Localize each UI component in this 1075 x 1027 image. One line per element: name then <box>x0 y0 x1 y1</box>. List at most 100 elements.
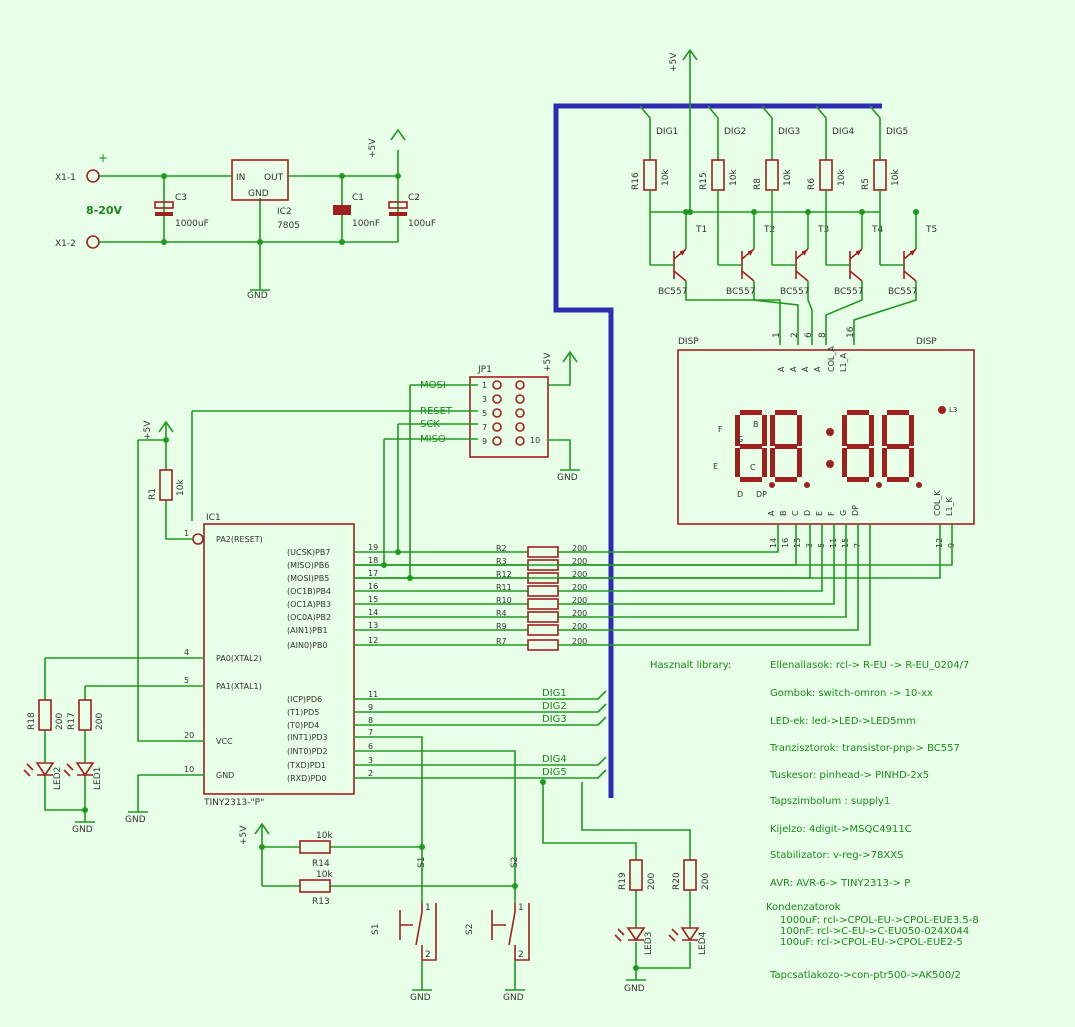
r17-label: R17 <box>67 712 77 730</box>
led2-symbol <box>35 762 55 777</box>
mcu-right-num-4: 16 <box>368 582 378 591</box>
disp-bottom-pin-9: COL_K <box>933 490 942 516</box>
digit3-segment-3 <box>869 448 874 477</box>
mcu-left-num-3: 5 <box>184 676 189 685</box>
c3-label: C3 <box>175 193 187 203</box>
digit1-segment-5 <box>735 448 740 477</box>
s2-switch <box>491 903 530 961</box>
digit3-segment-2 <box>869 415 874 446</box>
transistor-3 <box>795 248 809 282</box>
mcu: IC1 TINY2313-"P" PA2(RESET)1PA0(XTAL2)4P… <box>184 513 378 808</box>
x1-2-terminal <box>86 235 100 249</box>
right-gnd-label: GND <box>624 984 645 994</box>
r1-resistor <box>159 469 173 501</box>
s1-pin1: 1 <box>425 903 431 913</box>
segment-resistor-5 <box>527 598 559 610</box>
jp1-pin-r-5 <box>515 436 525 446</box>
mcu-right-num-3: 17 <box>368 569 378 578</box>
disp-top-pin-1: A <box>777 366 786 372</box>
note-last: Tapcsatlakozo->con-ptr500->AK500/2 <box>769 970 961 981</box>
seg-c-label: C <box>750 463 756 472</box>
c1-value: 100nF <box>352 219 380 229</box>
c2-label: C2 <box>408 193 420 203</box>
r1-value: 10k <box>176 479 186 496</box>
digit-res-name-2: R15 <box>699 172 709 190</box>
digit-res-name-1: R16 <box>631 172 641 190</box>
transistor-1 <box>673 248 687 282</box>
seg-e-label: E <box>713 462 718 471</box>
r19-value: 200 <box>647 873 657 890</box>
digit2-segment-4 <box>775 477 797 482</box>
buttons-5v-arrow <box>254 822 270 835</box>
left-parts: +5V R1 10k R18 200 R17 200 LED2 LED1 GND… <box>23 420 204 835</box>
r18-resistor <box>38 699 52 731</box>
digit-res-value-2: 10k <box>729 169 739 186</box>
mcu-right-num-10: 9 <box>368 703 373 712</box>
seg-b-label: B <box>753 420 759 429</box>
note-line-4: Tranzisztorok: transistor-pnp-> BC557 <box>769 743 960 754</box>
segment-resistor-4 <box>527 585 559 597</box>
jp1-num-2: 3 <box>482 395 487 404</box>
disp-hdr-4: 8 <box>818 332 828 338</box>
digit-label-3: DIG3 <box>778 127 800 137</box>
plus-mark: + <box>98 151 108 165</box>
note-line-8: Stabilizator: v-reg->78XXS <box>770 850 903 861</box>
disp-hdr-5: 16 <box>846 326 856 338</box>
note-line-5: Tuskesor: pinhead-> PINHD-2x5 <box>769 770 929 781</box>
button-wires <box>261 753 516 990</box>
r14-label: R14 <box>312 859 330 869</box>
jp1-num-1: 1 <box>482 381 487 390</box>
led2-arrows <box>23 763 34 777</box>
digit-res-value-1: 10k <box>661 169 671 186</box>
s1-label: S1 <box>371 924 381 935</box>
library-notes: Hasznalt library: Ellenallasok: rcl-> R-… <box>650 660 979 981</box>
digit1-segment-3 <box>762 448 767 477</box>
segment-res-name-6: R4 <box>496 609 507 618</box>
digit-res-value-3: 10k <box>783 169 793 186</box>
digit-label-4: DIG4 <box>832 127 855 137</box>
r18-value: 200 <box>55 713 65 730</box>
ic2-out-label: OUT <box>264 173 284 183</box>
colon-dot-lower <box>826 460 834 468</box>
segment-res-name-4: R11 <box>496 583 512 592</box>
disp-hdr-3: 6 <box>804 332 814 338</box>
note-cond-line-1: 1000uF: rcl->CPOL-EU->CPOL-EUE3.5-8 <box>780 915 979 926</box>
transistor-type-2: BC557 <box>726 287 755 297</box>
x1-1-label: X1-1 <box>55 173 76 183</box>
r13-label: R13 <box>312 897 330 907</box>
ic2-label: IC2 <box>277 207 292 217</box>
mcu-right-pin-13: (INT0)PD2 <box>287 747 328 756</box>
digit4-dp <box>916 482 922 488</box>
led2-label: LED2 <box>53 767 63 790</box>
segment-res-name-7: R9 <box>496 622 507 631</box>
segment-res-value-7: 200 <box>572 622 587 631</box>
disp-bottom-pin-4: D <box>803 510 812 516</box>
mcu-right-num-13: 6 <box>368 742 373 751</box>
digit-label-5: DIG5 <box>886 127 908 137</box>
r17-resistor <box>78 699 92 731</box>
disp-label-right: DISP <box>916 337 937 347</box>
mcu-left-pin-2: PA0(XTAL2) <box>216 654 262 663</box>
digit4-segment-7 <box>887 444 909 449</box>
signal-bus <box>553 103 882 798</box>
s2-pin2: 2 <box>518 950 524 960</box>
digit-label-2: DIG2 <box>724 127 746 137</box>
note-line-3: LED-ek: led->LED->LED5mm <box>770 716 916 727</box>
mcu-left-num-1: 1 <box>184 529 189 538</box>
mcu-left-pin-5: GND <box>216 771 234 780</box>
s2-label: S2 <box>465 924 475 935</box>
jp1-pin-l-5 <box>492 436 502 446</box>
mcu-right-num-6: 14 <box>368 608 378 617</box>
note-cond-line-2: 100nF: rcl->C-EU->C-EU050-024X044 <box>780 926 969 937</box>
mcu-right-pin-10: (T1)PD5 <box>287 708 319 717</box>
dig-out-label-5: DIG5 <box>542 767 567 778</box>
buttons-5v-label: +5V <box>239 825 249 845</box>
note-cond-line-3: 100uF: rcl->CPOL-EU->CPOL-EUE2-5 <box>780 937 963 948</box>
s2-pin1: 1 <box>518 903 524 913</box>
led4-label: LED4 <box>698 931 708 955</box>
digit2-dp <box>804 482 810 488</box>
mcu-right-num-9: 11 <box>368 690 378 699</box>
mcu-right-num-15: 2 <box>368 769 373 778</box>
